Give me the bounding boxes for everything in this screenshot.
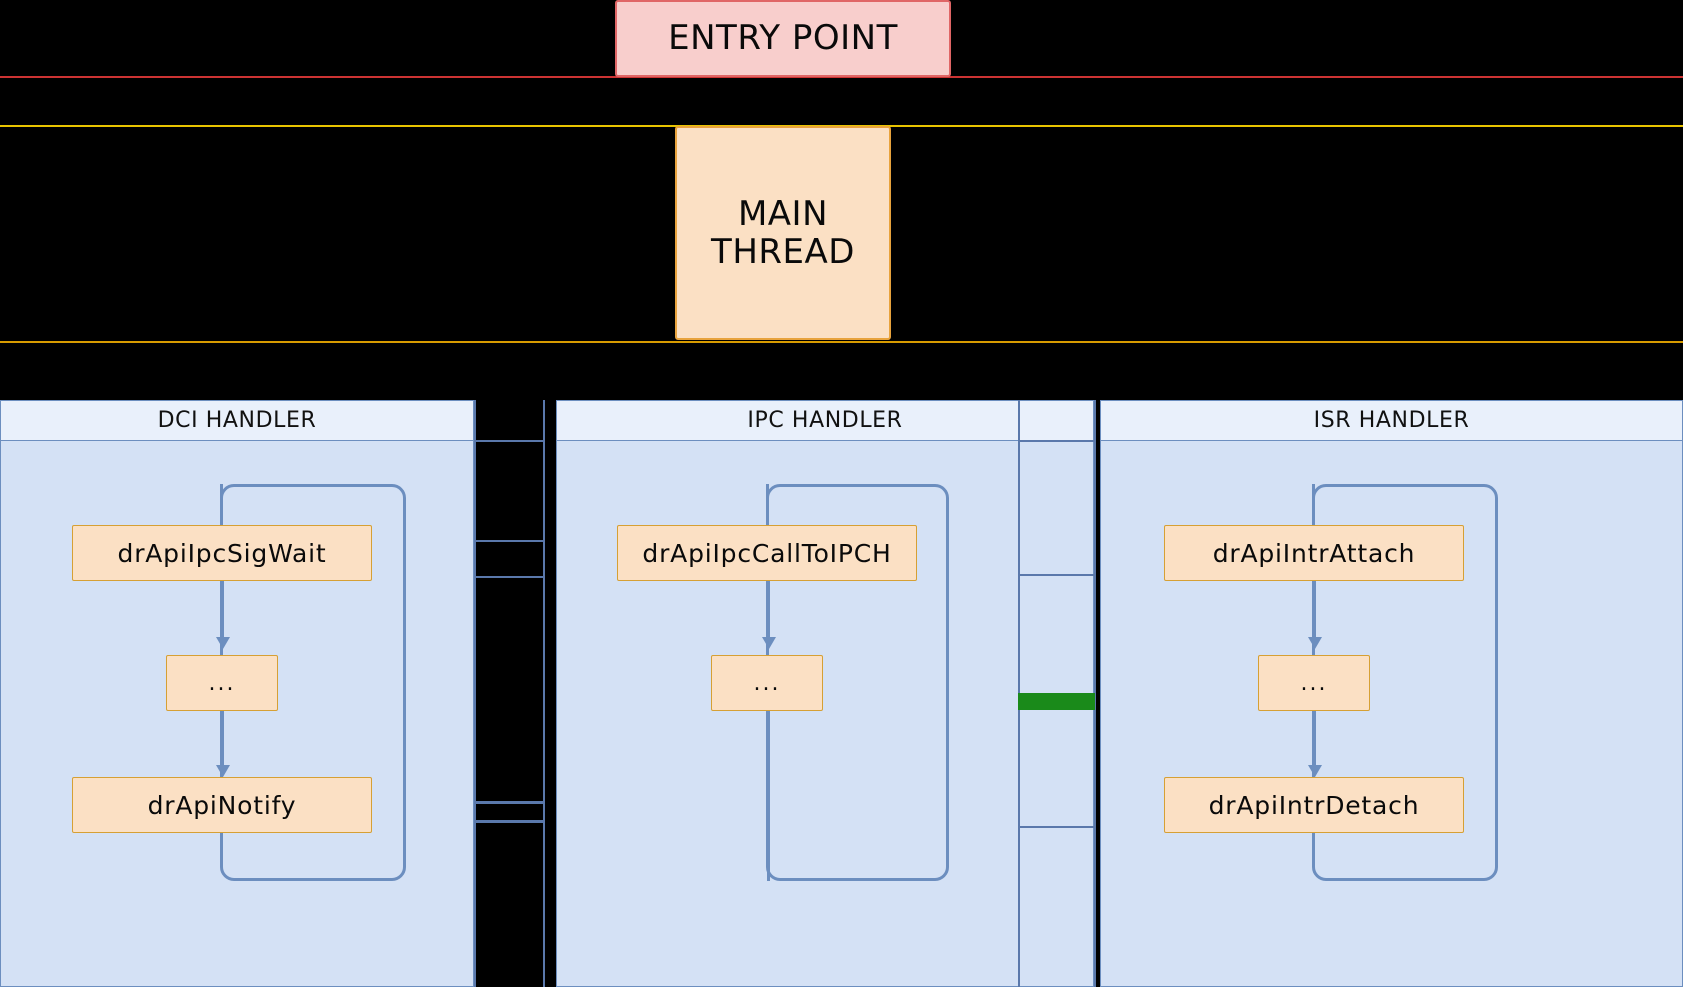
process-dci-1[interactable]: drApiIpcSigWait bbox=[72, 525, 372, 581]
arrowhead-ipc-1-2 bbox=[762, 637, 776, 649]
process-isr-1[interactable]: drApiIntrAttach bbox=[1164, 525, 1464, 581]
arrowhead-isr-2-3 bbox=[1308, 765, 1322, 777]
gutter-tick-left-4 bbox=[474, 801, 545, 804]
node-main-thread[interactable]: MAIN THREAD bbox=[675, 126, 891, 340]
process-isr-2[interactable]: ... bbox=[1258, 655, 1370, 711]
arrowhead-dci-2-3 bbox=[216, 765, 230, 777]
gutter-tick-left-5 bbox=[474, 820, 545, 823]
gutter-tick-right-1 bbox=[1018, 440, 1095, 442]
connector-ipc-2-loop bbox=[767, 711, 770, 881]
lane-divider-main-bottom bbox=[0, 341, 1683, 343]
process-ipc-1[interactable]: drApiIpcCallToIPCH bbox=[617, 525, 917, 581]
panel-title-dci-handler: DCI HANDLER bbox=[1, 401, 473, 441]
lane-divider-entry bbox=[0, 76, 1683, 78]
gutter-tick-right-3 bbox=[1018, 826, 1095, 828]
gutter-tick-left-2 bbox=[474, 540, 545, 542]
process-isr-3[interactable]: drApiIntrDetach bbox=[1164, 777, 1464, 833]
panel-title-ipc-handler: IPC HANDLER bbox=[557, 401, 1093, 441]
connector-isr-1-2 bbox=[1313, 581, 1316, 643]
process-dci-3[interactable]: drApiNotify bbox=[72, 777, 372, 833]
connector-isr-2-3 bbox=[1313, 711, 1316, 773]
gutter-tick-right-2 bbox=[1018, 574, 1095, 576]
gutter-line-left-a bbox=[474, 400, 476, 987]
gutter-tick-left-3 bbox=[474, 576, 545, 578]
connector-ipc-loop-entry bbox=[766, 484, 769, 536]
gutter-line-right-a bbox=[1094, 400, 1096, 987]
panel-isr-handler: ISR HANDLER drApiIntrAttach ... drApiInt… bbox=[1100, 400, 1683, 987]
connector-isr-loop-entry bbox=[1312, 484, 1315, 536]
panel-ipc-handler: IPC HANDLER drApiIpcCallToIPCH ... bbox=[556, 400, 1094, 987]
arrowhead-dci-1-2 bbox=[216, 637, 230, 649]
connector-dci-2-3 bbox=[221, 711, 224, 773]
connector-dci-loop-entry bbox=[220, 484, 223, 536]
gutter-line-left-b bbox=[543, 400, 545, 987]
arrowhead-isr-1-2 bbox=[1308, 637, 1322, 649]
panel-dci-handler: DCI HANDLER drApiIpcSigWait ... drApiNot… bbox=[0, 400, 474, 987]
process-dci-2[interactable]: ... bbox=[166, 655, 278, 711]
node-entry-point[interactable]: ENTRY POINT bbox=[615, 0, 951, 77]
connector-ipc-1-2 bbox=[767, 581, 770, 643]
gutter-tick-left-1 bbox=[474, 440, 545, 442]
panel-title-isr-handler: ISR HANDLER bbox=[1101, 401, 1682, 441]
process-ipc-2[interactable]: ... bbox=[711, 655, 823, 711]
connector-dci-1-2 bbox=[221, 581, 224, 643]
gutter-status-marker bbox=[1018, 693, 1095, 710]
